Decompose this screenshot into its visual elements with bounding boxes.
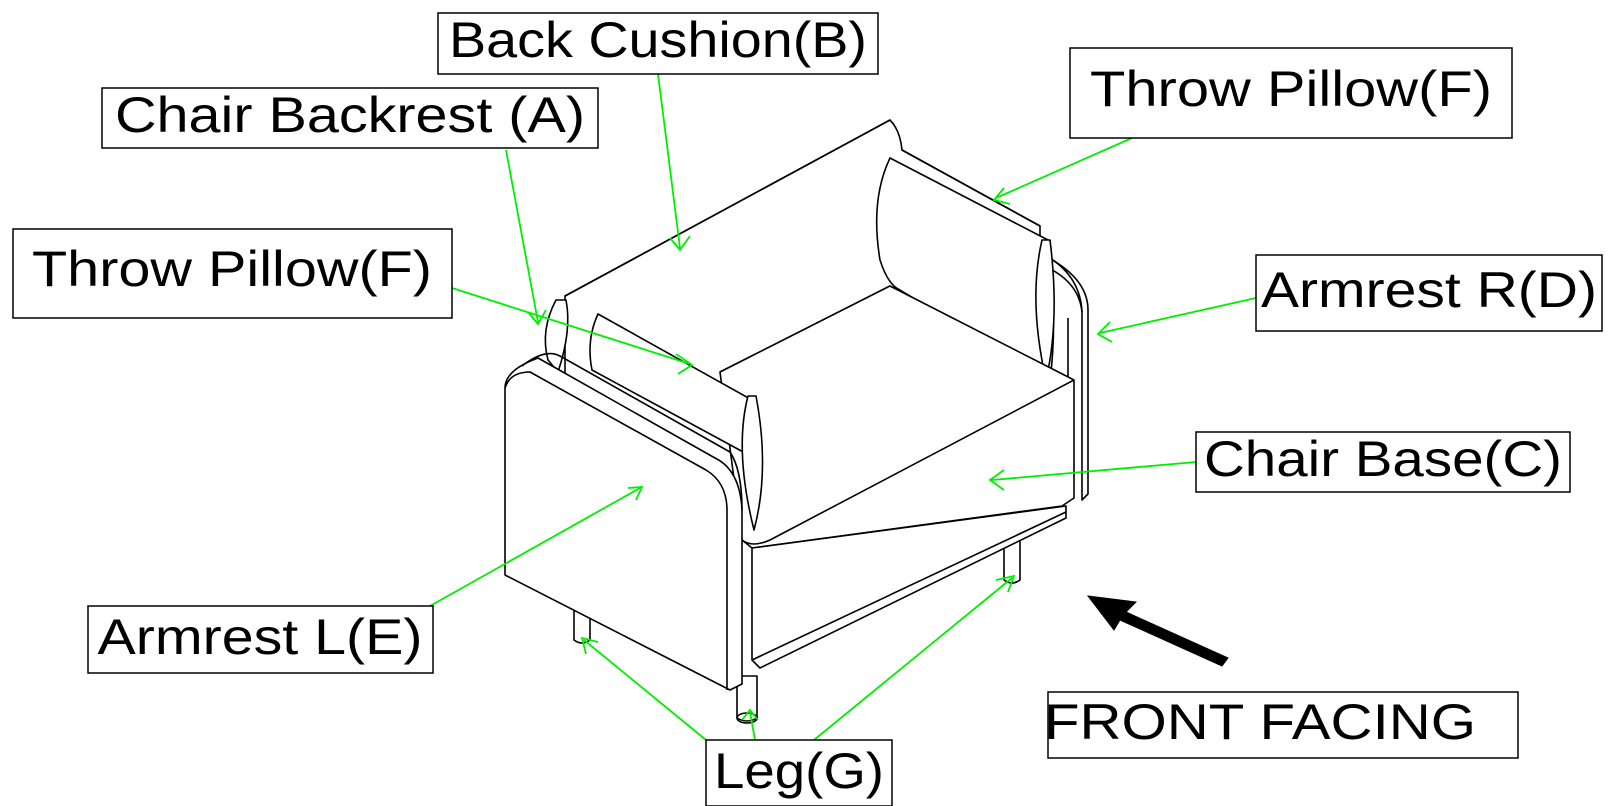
leader-chair-backrest — [505, 149, 539, 323]
label-chair-base-text: Chair Base(C) — [1204, 431, 1562, 487]
arrowhead-throw-pillow-left — [675, 353, 694, 375]
leader-throw-pillow-right — [995, 137, 1133, 199]
sofa-drawing — [504, 119, 1089, 724]
arrowhead-leg-right — [995, 574, 1016, 593]
label-armrest-left: Armrest L(E) — [87, 605, 434, 674]
arrowhead-leg-left — [580, 636, 599, 655]
leader-chair-base — [991, 461, 1197, 481]
label-throw-pillow-left-text: Throw Pillow(F) — [32, 241, 432, 297]
label-throw-pillow-right-text: Throw Pillow(F) — [1090, 61, 1492, 117]
arrowhead-chair-backrest — [527, 309, 547, 326]
throw-pillow-right-shape — [875, 157, 1055, 381]
label-throw-pillow-left: Throw Pillow(F) — [12, 228, 453, 319]
arrowhead-armrest-left — [627, 485, 644, 501]
throw-pillow-left-shape — [544, 299, 764, 531]
label-armrest-left-text: Armrest L(E) — [98, 609, 423, 665]
arrowhead-back-cushion — [669, 235, 691, 252]
leader-leg-front — [749, 711, 756, 741]
arrowhead-throw-pillow-right — [992, 187, 1011, 205]
label-front-facing: FRONT FACING — [1044, 691, 1519, 759]
leg-back-right — [1003, 537, 1021, 584]
label-chair-backrest-text: Chair Backrest (A) — [115, 87, 585, 143]
label-back-cushion-text: Back Cushion(B) — [449, 12, 867, 68]
leader-leg-right — [813, 577, 1013, 741]
label-front-facing-text: FRONT FACING — [1044, 694, 1476, 750]
label-chair-base: Chair Base(C) — [1195, 431, 1571, 493]
leader-throw-pillow-left — [451, 287, 691, 365]
chair-base-shape — [719, 285, 1075, 669]
arrowhead-chair-base — [988, 469, 1005, 491]
leader-armrest-right — [1099, 297, 1257, 334]
leader-lines — [429, 73, 1257, 741]
arrowhead-armrest-right — [1096, 321, 1113, 343]
leader-armrest-left — [429, 487, 641, 607]
arrowhead-leg-front — [741, 708, 759, 721]
label-leg-text: Leg(G) — [714, 743, 884, 799]
leader-back-cushion — [657, 73, 681, 249]
label-back-cushion: Back Cushion(B) — [437, 12, 879, 75]
front-direction-arrow-icon — [1086, 595, 1229, 667]
label-armrest-right-text: Armrest R(D) — [1261, 262, 1597, 318]
leader-leg-left — [583, 639, 707, 741]
label-throw-pillow-right: Throw Pillow(F) — [1069, 47, 1513, 139]
label-armrest-right: Armrest R(D) — [1255, 254, 1603, 332]
label-leg: Leg(G) — [705, 739, 893, 806]
armrest-left-shape — [504, 352, 743, 691]
label-chair-backrest: Chair Backrest (A) — [101, 87, 599, 149]
